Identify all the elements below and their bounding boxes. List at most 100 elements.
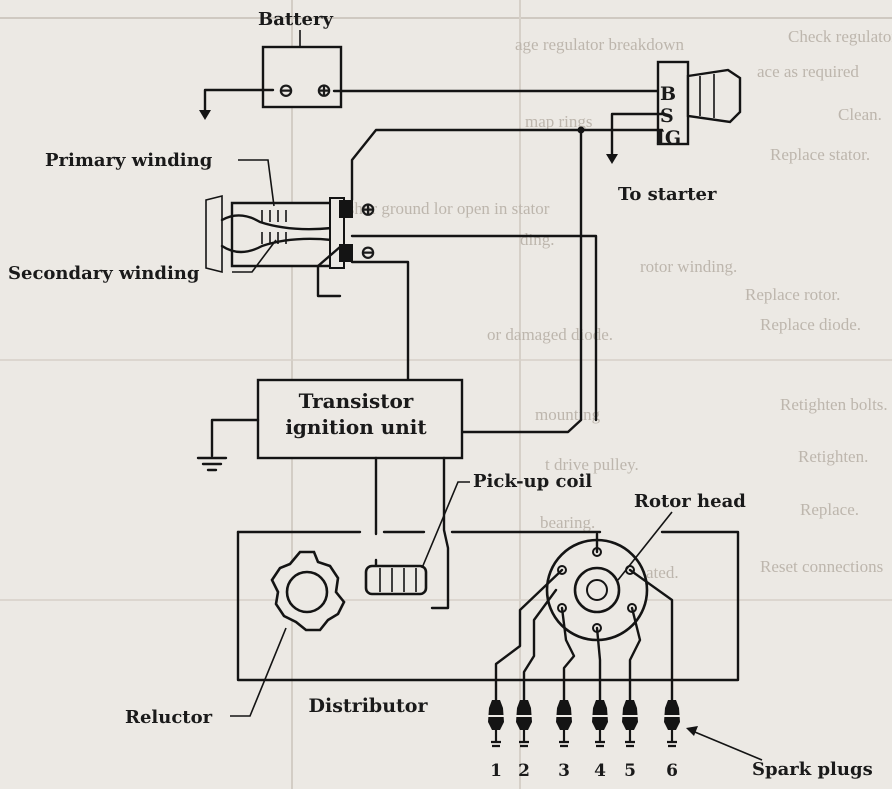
spark-plug-electrode: [491, 730, 501, 748]
bg-text: e shor ground lor open in stator: [336, 199, 550, 218]
bg-text: Retighten bolts.: [780, 395, 888, 414]
switch-terminal-s: S: [660, 105, 674, 127]
bg-text: Replace rotor.: [745, 285, 840, 304]
pickup-coil: [364, 564, 428, 596]
battery-negative-terminal: ⊖: [278, 78, 295, 102]
spark-plug-electrode: [519, 730, 529, 748]
spark-plug: 2: [515, 700, 533, 781]
ig-feed-wire: [350, 128, 664, 202]
spark-plug: 1: [487, 700, 505, 781]
plug-lead-5: [628, 606, 642, 702]
coil-cap: [205, 194, 223, 274]
reluctor-leader: [230, 627, 287, 717]
primary-winding-label: Primary winding: [45, 150, 213, 171]
spark-plugs-arrow-icon: [686, 726, 698, 736]
bg-text: bearing.: [540, 513, 595, 532]
spark-plug: 4: [591, 700, 609, 781]
spark-plug: 5: [621, 700, 639, 781]
bg-text: Replace diode.: [760, 315, 861, 334]
distributor-housing: [236, 530, 740, 682]
bg-text: ace as required: [757, 62, 859, 81]
ignition-coil: ⊕ ⊖: [205, 194, 377, 274]
bg-text: Clean.: [838, 105, 882, 124]
spark-plug-electrode: [559, 730, 569, 748]
battery-case: [261, 45, 343, 109]
pickup-coil-windings: [379, 568, 417, 592]
spark-plug-number: 5: [624, 761, 636, 781]
battery-ground-wire: [203, 88, 275, 114]
pickup-coil-label: Pick-up coil: [473, 471, 592, 492]
plug-lead-6: [628, 568, 674, 702]
primary-winding-leader: [238, 159, 275, 207]
starter-wire: [610, 112, 664, 157]
reluctor: [270, 550, 346, 632]
ground-symbol-icon: [196, 456, 228, 472]
coil-negative-wire: [350, 234, 598, 422]
coil-primary-lead: [220, 214, 334, 231]
to-starter-label: To starter: [618, 184, 717, 205]
secondary-winding-turns: [261, 232, 287, 244]
bg-text: ding.: [520, 230, 554, 249]
rotor-shaft: [586, 579, 608, 601]
coil-body: [230, 201, 334, 268]
plug-lead-3: [560, 606, 576, 702]
starter-arrow-icon: [606, 154, 618, 164]
battery-ground-arrow-icon: [199, 110, 211, 120]
transistor-label-line1: Transistor: [299, 389, 414, 413]
spark-plug-electrode: [667, 730, 677, 748]
switch-terminal-b: B: [660, 83, 676, 105]
distributor-label: Distributor: [309, 695, 429, 717]
coil-negative-terminal: ⊖: [360, 240, 377, 264]
spark-plugs-label: Spark plugs: [752, 759, 873, 780]
rotor-head: [545, 538, 649, 642]
spark-plug-number: 3: [558, 761, 570, 781]
coil-positive-terminal: ⊕: [360, 197, 377, 221]
secondary-winding-leader: [232, 239, 277, 273]
spark-plug: 3: [555, 700, 573, 781]
pickup-signal-wire-b: [430, 456, 450, 610]
spark-plug-electrode: [595, 730, 605, 748]
coil-high-tension-lead: [316, 245, 342, 298]
ignition-switch: B S IG: [656, 60, 742, 149]
transistor-ignition-unit: Transistor ignition unit: [256, 378, 464, 460]
bg-text: mounting: [535, 405, 601, 424]
reluctor-label: Reluctor: [125, 707, 213, 728]
spark-plug-number: 6: [666, 761, 678, 781]
battery: ⊖ ⊕: [261, 45, 343, 109]
coil-secondary-lead: [220, 237, 334, 254]
reluctor-hub: [285, 570, 329, 614]
bg-text: age regulator breakdown: [515, 35, 684, 54]
secondary-winding-label: Secondary winding: [8, 263, 200, 284]
coil-negative-post: [339, 244, 353, 262]
plug-lead-1: [494, 568, 564, 702]
spark-plugs-leader: [689, 729, 763, 761]
spark-plug-number: 2: [518, 761, 530, 781]
primary-winding-turns: [261, 210, 287, 222]
transistor-unit-box: [256, 378, 464, 460]
transistor-ground-wire: [210, 418, 260, 458]
spark-plug: 6: [663, 700, 681, 781]
ig-to-transistor-wire: [438, 128, 583, 434]
bg-text: rotor winding.: [640, 257, 737, 276]
bg-text: Replace.: [800, 500, 859, 519]
spark-plug-number: 4: [594, 761, 606, 781]
spark-plug-electrode: [625, 730, 635, 748]
switch-knob-ridges: [699, 74, 715, 118]
bg-text: Check regulator: [788, 27, 892, 46]
plug-lead-2: [522, 588, 558, 702]
coil-to-transistor-wire: [350, 260, 410, 384]
pickup-coil-leader: [421, 481, 470, 569]
bg-text: Reset connections: [760, 557, 883, 576]
junction-dot: [577, 126, 585, 134]
spark-plug-number: 1: [490, 761, 502, 781]
bg-text: Replace stator.: [770, 145, 870, 164]
bg-text: map rings: [525, 112, 593, 131]
rotor-head-label: Rotor head: [634, 491, 746, 512]
coil-positive-post: [339, 200, 353, 218]
battery-positive-terminal: ⊕: [316, 78, 333, 102]
plug-lead-4: [595, 626, 602, 702]
bg-text: t drive pulley.: [545, 455, 639, 474]
